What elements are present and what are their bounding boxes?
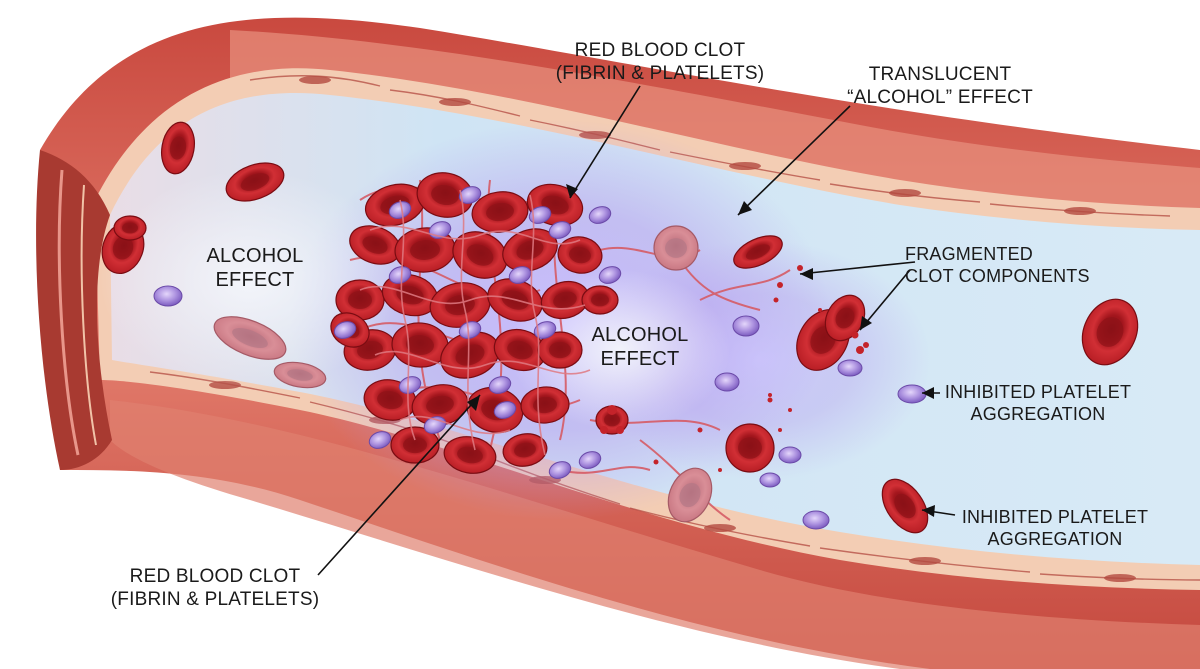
clot-red-blood-cell	[416, 172, 474, 218]
platelet	[458, 186, 482, 204]
label-red-blood-clot-top: RED BLOOD CLOT(FIBRIN & PLATELETS)	[555, 40, 765, 84]
platelet	[548, 461, 572, 479]
platelet	[153, 285, 183, 307]
clot-fragment	[777, 282, 783, 288]
clot-red-blood-cell	[537, 331, 583, 369]
alcohol-mist-left	[100, 170, 400, 390]
platelet	[802, 510, 830, 530]
platelet	[488, 376, 512, 394]
red-blood-cell	[1081, 298, 1139, 366]
clot-fragment	[616, 426, 624, 434]
pointer-translucent	[737, 105, 851, 216]
red-blood-cell	[725, 423, 775, 473]
clot-red-blood-cell	[349, 225, 401, 265]
clot-fragment	[856, 346, 864, 354]
pointer-clot-top	[569, 85, 641, 199]
clot-fragment	[851, 331, 859, 339]
red-blood-cell	[733, 235, 783, 269]
clot-fragment	[607, 405, 617, 415]
vessel-opening-rim	[36, 150, 112, 470]
clot-fragment	[768, 393, 772, 397]
clot-fragment	[818, 308, 822, 312]
platelet	[714, 372, 740, 392]
clot-red-blood-cell	[394, 227, 456, 273]
label-translucent-alcohol-effect: TRANSLUCENT“ALCOHOL” EFFECT	[847, 64, 1033, 108]
platelet	[897, 384, 927, 404]
clot-fragment	[718, 468, 722, 472]
platelet	[588, 206, 612, 224]
clot-red-blood-cell	[557, 236, 603, 274]
clot-fragment	[697, 427, 703, 433]
platelet	[333, 321, 357, 339]
clot-red-blood-cell	[429, 282, 491, 328]
clot-fragment	[863, 342, 869, 348]
red-blood-cell	[667, 467, 713, 523]
cells-layer	[101, 121, 1139, 534]
platelet	[578, 451, 602, 469]
clot-red-blood-cell	[443, 436, 497, 474]
platelet	[732, 315, 760, 337]
platelet	[778, 446, 802, 464]
pointer-fragment-1	[799, 261, 916, 275]
platelet	[508, 266, 532, 284]
clot-fragment	[767, 397, 773, 403]
pointer-clot-bottom	[317, 394, 481, 576]
red-blood-cell	[225, 162, 285, 202]
clot-fragment	[797, 265, 803, 271]
clot-red-blood-cell	[391, 322, 449, 368]
platelet	[368, 431, 392, 449]
clot-fragment	[788, 408, 792, 412]
clot-red-blood-cell	[452, 231, 508, 279]
platelet	[837, 359, 863, 377]
label-red-blood-clot-bottom: RED BLOOD CLOT(FIBRIN & PLATELETS)	[110, 566, 320, 610]
red-blood-cell	[881, 478, 929, 534]
red-blood-cell	[161, 121, 195, 175]
clot-red-blood-cell	[493, 328, 547, 372]
platelet	[548, 221, 572, 239]
clot-fragment	[773, 297, 779, 303]
platelet	[759, 472, 781, 488]
clot-red-blood-cell	[381, 273, 439, 317]
clot-red-blood-cell	[440, 331, 500, 379]
clot-red-blood-cell	[581, 285, 619, 315]
red-blood-cell	[273, 361, 327, 389]
red-blood-cell	[113, 215, 147, 241]
platelet	[528, 206, 552, 224]
pointer-fragment-2	[859, 269, 911, 331]
red-blood-cell	[213, 316, 287, 360]
clot-red-blood-cell	[335, 279, 385, 321]
platelet	[598, 266, 622, 284]
platelet	[533, 321, 557, 339]
clot-fragment	[653, 459, 659, 465]
clot-fragment	[778, 428, 782, 432]
clot-red-blood-cell	[502, 433, 548, 467]
red-blood-cell	[653, 225, 699, 271]
platelet	[398, 376, 422, 394]
clot-red-blood-cell	[502, 228, 558, 272]
platelet	[388, 266, 412, 284]
clot-fragment	[600, 426, 608, 434]
red-blood-cell	[824, 294, 866, 342]
platelet	[493, 401, 517, 419]
